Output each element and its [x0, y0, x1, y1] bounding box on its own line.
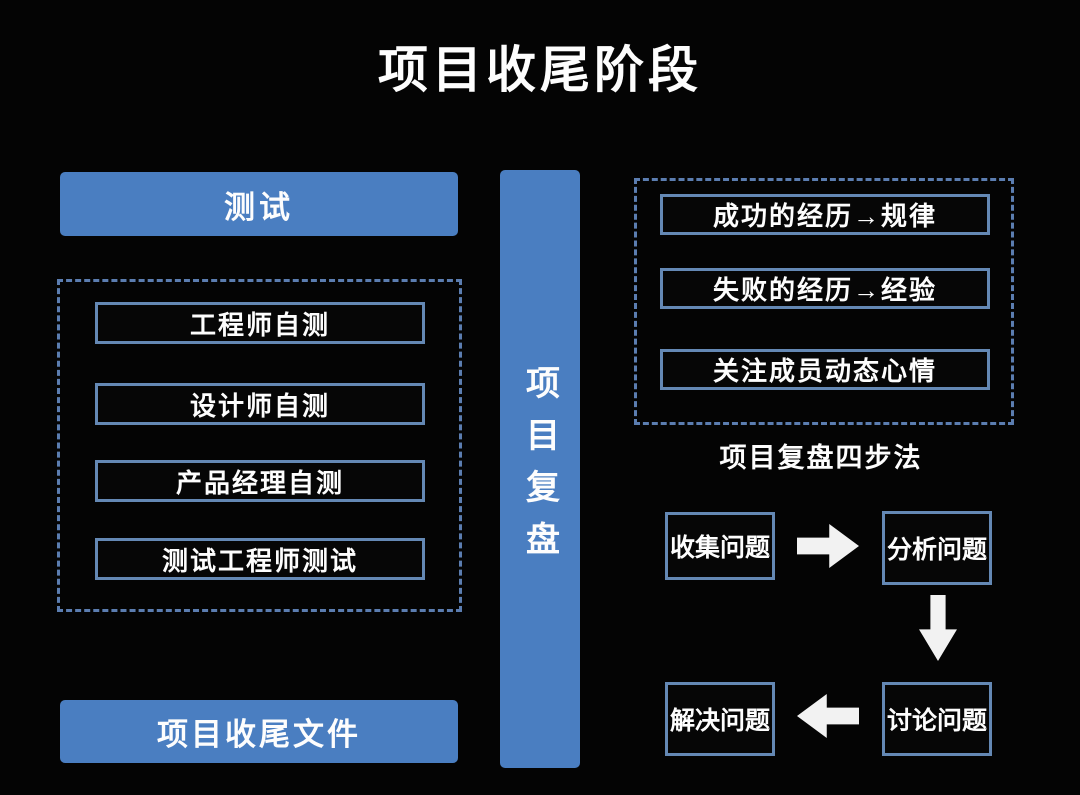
step-discuss-label: 讨论问题: [886, 707, 987, 735]
self-test-label: 工程师自测: [189, 309, 330, 340]
arrow-left-icon: [797, 694, 859, 738]
review-points-group: 成功的经历→规律 失败的经历→经验 关注成员动态心情: [634, 178, 1014, 425]
step-collect-box: 收集问题: [665, 512, 775, 580]
review-point-item: 失败的经历→经验: [660, 268, 990, 309]
step-discuss-box: 讨论问题: [882, 682, 992, 756]
self-test-item: 产品经理自测: [95, 460, 425, 502]
self-test-label: 测试工程师测试: [161, 545, 358, 576]
self-test-label: 产品经理自测: [175, 467, 344, 498]
test-phase-box: 测试: [60, 172, 458, 236]
closing-docs-label: 项目收尾文件: [157, 717, 361, 752]
four-step-caption: 项目复盘四步法: [719, 443, 923, 473]
closing-docs-box: 项目收尾文件: [60, 700, 458, 763]
self-test-label: 设计师自测: [189, 390, 330, 421]
review-point-item: 成功的经历→规律: [660, 194, 990, 235]
arrow-right-icon: [797, 524, 859, 568]
self-test-group: 工程师自测 设计师自测 产品经理自测 测试工程师测试: [57, 279, 462, 612]
review-point-label: 成功的经历→规律: [712, 201, 937, 231]
step-collect-label: 收集问题: [669, 534, 770, 562]
self-test-item: 工程师自测: [95, 302, 425, 344]
arrow-down-icon: [919, 595, 957, 661]
review-point-label: 失败的经历→经验: [712, 275, 937, 305]
self-test-item: 设计师自测: [95, 383, 425, 425]
self-test-item: 测试工程师测试: [95, 538, 425, 580]
review-point-item: 关注成员动态心情: [660, 349, 990, 390]
step-analyze-box: 分析问题: [882, 511, 992, 585]
page-title: 项目收尾阶段: [378, 42, 702, 98]
project-review-label: 项目复盘: [520, 365, 559, 573]
review-point-label: 关注成员动态心情: [712, 356, 937, 386]
step-solve-label: 解决问题: [669, 707, 770, 735]
step-solve-box: 解决问题: [665, 682, 775, 756]
test-phase-label: 测试: [224, 189, 294, 225]
step-analyze-label: 分析问题: [886, 536, 987, 564]
project-review-bar: 项目复盘: [500, 170, 580, 768]
